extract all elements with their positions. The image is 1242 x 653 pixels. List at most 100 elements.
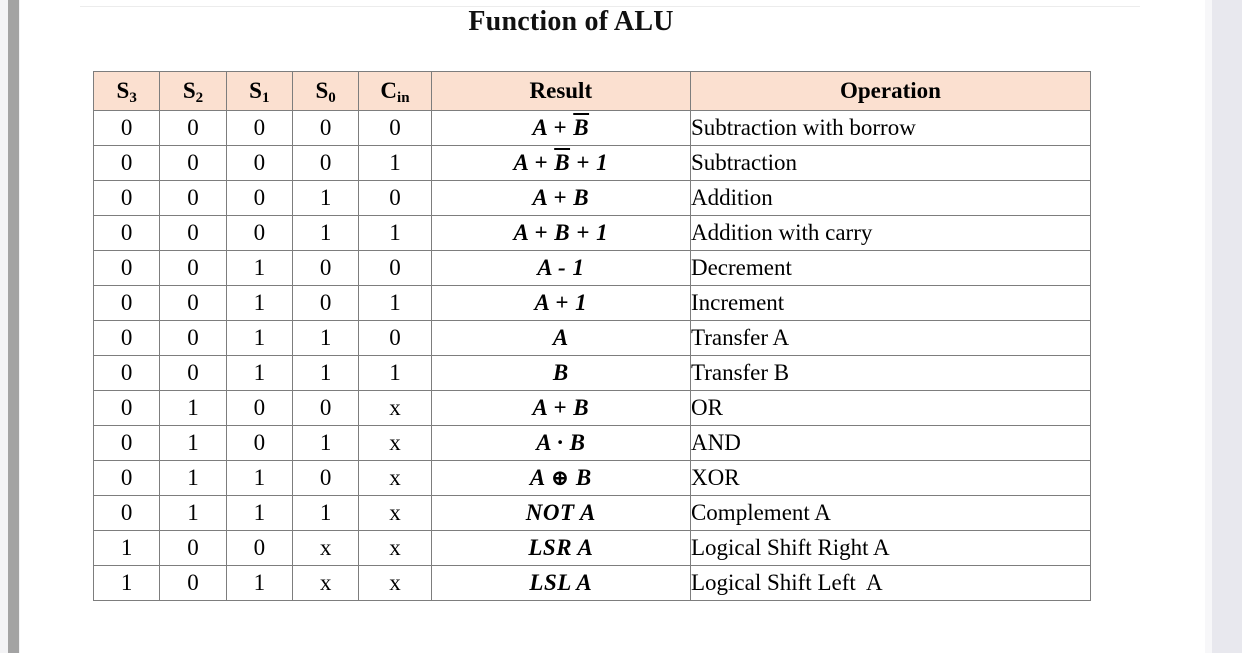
cell-cin: x — [358, 530, 432, 566]
cell-cin: 0 — [358, 180, 432, 216]
cell-s3: 0 — [92, 425, 161, 461]
cell-s3: 0 — [92, 390, 161, 426]
column-header-subscript: in — [397, 90, 410, 106]
cell-operation: Subtraction — [689, 145, 1092, 181]
cell-s1: 1 — [225, 355, 293, 391]
cell-cin: x — [358, 495, 432, 531]
cell-s1: 1 — [225, 565, 293, 601]
cell-result: A — [430, 320, 691, 356]
cell-s2: 1 — [159, 495, 227, 531]
overline-term: B — [554, 150, 571, 175]
cell-s2: 0 — [159, 180, 227, 216]
cell-s3: 0 — [92, 110, 161, 146]
cell-operation: Decrement — [689, 250, 1092, 286]
cell-s3: 0 — [92, 355, 161, 391]
cell-result: A + 1 — [430, 285, 691, 321]
cell-s1: 1 — [225, 495, 293, 531]
column-header-label: Operation — [840, 78, 941, 103]
cell-result: A + B + 1 — [430, 145, 691, 181]
cell-s3: 0 — [92, 285, 161, 321]
cell-result: A + B — [430, 110, 691, 146]
cell-s0: 1 — [291, 495, 360, 531]
left-gutter — [0, 0, 20, 653]
cell-result: A - 1 — [430, 250, 691, 286]
cell-operation: Increment — [689, 285, 1092, 321]
cell-operation: Logical Shift Right A — [689, 530, 1092, 566]
column-header-subscript: 1 — [261, 90, 270, 106]
cell-operation: Logical Shift Left A — [689, 565, 1092, 601]
cell-cin: x — [358, 425, 432, 461]
cell-operation: AND — [689, 425, 1092, 461]
cell-operation: Transfer A — [689, 320, 1092, 356]
column-header-op: Operation — [689, 71, 1092, 111]
column-header-label: S — [116, 78, 130, 103]
cell-s2: 1 — [159, 425, 227, 461]
cell-s2: 0 — [159, 565, 227, 601]
cell-s2: 0 — [159, 285, 227, 321]
cell-s3: 1 — [92, 565, 161, 601]
cell-operation: Addition — [689, 180, 1092, 216]
column-header-subscript: 0 — [328, 90, 336, 106]
column-header-label: S — [182, 78, 196, 103]
cell-result: A + B + 1 — [430, 215, 691, 251]
column-header-label: S — [249, 78, 262, 103]
cell-result: B — [430, 355, 691, 391]
cell-s0: 0 — [291, 285, 360, 321]
cell-s3: 0 — [92, 460, 161, 496]
cell-s3: 0 — [92, 250, 161, 286]
cell-s0: 0 — [291, 250, 360, 286]
cell-operation: Complement A — [689, 495, 1092, 531]
cell-s1: 0 — [225, 110, 293, 146]
cell-s0: 0 — [291, 460, 360, 496]
left-scrollbar-track[interactable] — [8, 0, 19, 653]
cell-cin: 1 — [358, 145, 432, 181]
cell-s1: 1 — [225, 250, 293, 286]
column-header-cin: Cin — [358, 71, 432, 111]
cell-result: A · B — [430, 425, 691, 461]
cell-s1: 0 — [225, 215, 293, 251]
cell-cin: x — [358, 565, 432, 601]
cell-s0: 1 — [291, 355, 360, 391]
cell-cin: 1 — [358, 355, 432, 391]
top-divider — [80, 6, 1140, 7]
column-header-label: Result — [529, 78, 593, 103]
cell-result: NOT A — [430, 495, 691, 531]
column-header-subscript: 2 — [195, 90, 204, 106]
cell-s1: 1 — [225, 320, 293, 356]
cell-s2: 0 — [159, 250, 227, 286]
overline-term: B — [573, 115, 590, 140]
page-title: Function of ALU — [468, 6, 674, 37]
cell-result: A + B — [430, 180, 691, 216]
column-header-s0: S0 — [291, 71, 360, 111]
column-header-s2: S2 — [159, 71, 227, 111]
cell-s2: 1 — [159, 460, 227, 496]
cell-s1: 0 — [225, 530, 293, 566]
right-gutter — [1205, 0, 1242, 653]
cell-cin: 0 — [358, 250, 432, 286]
cell-cin: 1 — [358, 285, 432, 321]
cell-s0: 0 — [291, 145, 360, 181]
cell-s3: 0 — [92, 495, 161, 531]
cell-cin: x — [358, 390, 432, 426]
cell-s3: 0 — [92, 180, 161, 216]
column-header-s3: S3 — [92, 71, 161, 111]
cell-s2: 0 — [159, 110, 227, 146]
column-header-subscript: 3 — [129, 90, 137, 106]
cell-cin: 1 — [358, 215, 432, 251]
cell-s2: 0 — [159, 145, 227, 181]
cell-s2: 0 — [159, 320, 227, 356]
right-scrollbar-track[interactable] — [1205, 0, 1212, 653]
